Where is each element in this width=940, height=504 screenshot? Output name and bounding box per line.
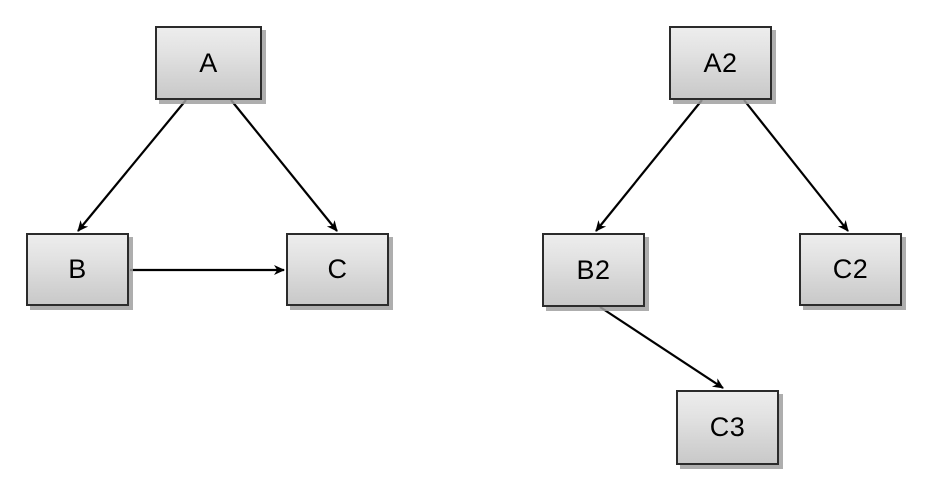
node-a[interactable]: A [155, 26, 262, 100]
node-label-c3: C3 [709, 412, 746, 442]
node-label-c2: C2 [832, 254, 869, 284]
node-b[interactable]: B [26, 233, 129, 306]
edge-a-to-c[interactable] [230, 99, 338, 232]
node-label-b2: B2 [576, 254, 611, 285]
node-a2[interactable]: A2 [669, 26, 772, 100]
node-c[interactable]: C [286, 233, 389, 306]
node-label-a2: A2 [703, 47, 738, 78]
node-label-c: C [327, 254, 348, 284]
edge-b2-to-c3[interactable] [599, 306, 724, 389]
edges-group [77, 99, 849, 389]
node-c2[interactable]: C2 [799, 233, 902, 306]
node-c3[interactable]: C3 [676, 390, 779, 465]
edge-a2-to-b2[interactable] [595, 99, 703, 232]
node-label-a: A [199, 47, 218, 78]
edge-a2-to-c2[interactable] [743, 99, 849, 232]
node-label-b: B [68, 254, 87, 284]
node-b2[interactable]: B2 [542, 233, 645, 307]
edge-a-to-b[interactable] [77, 99, 187, 232]
